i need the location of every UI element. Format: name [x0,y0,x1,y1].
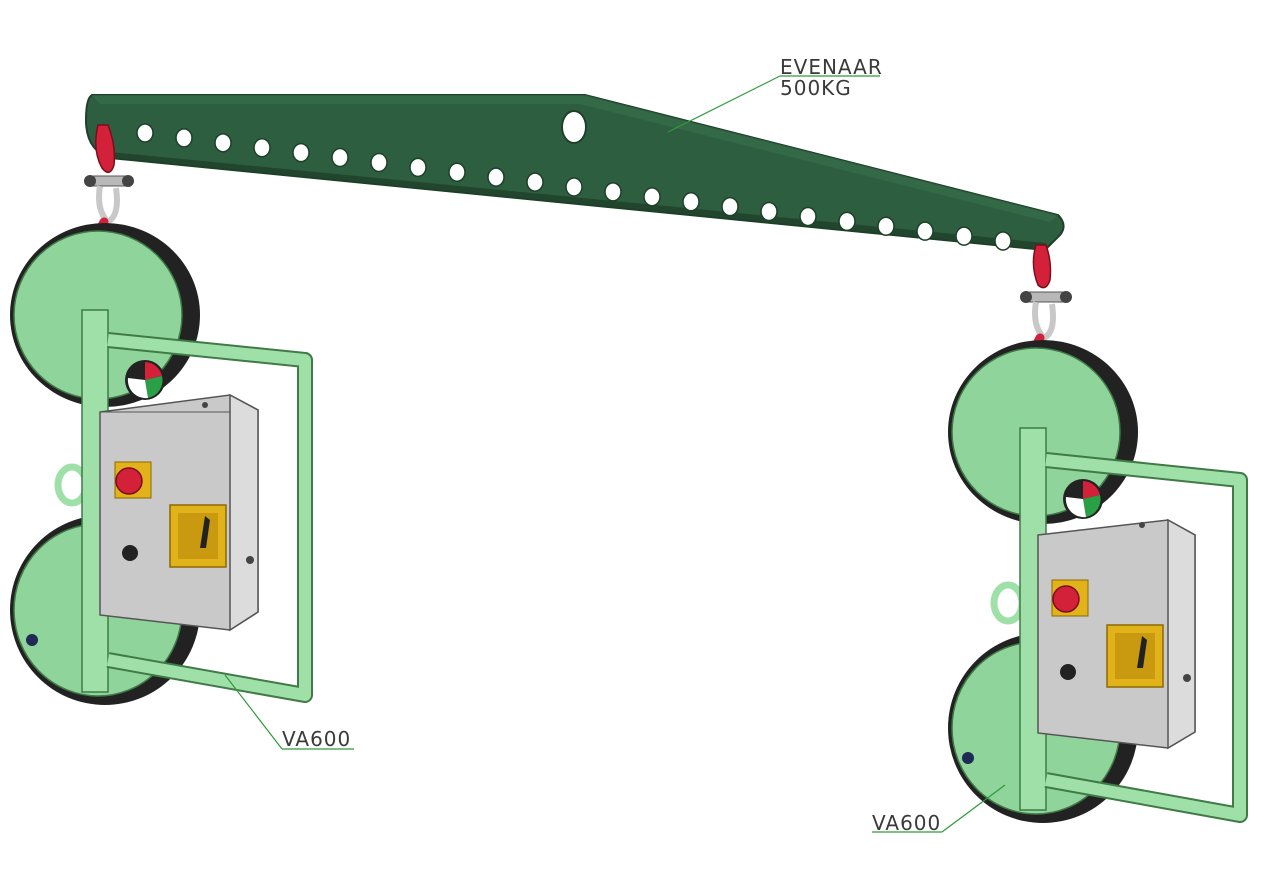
beam-hole [565,177,583,197]
beam-lifting-eye [561,110,587,144]
control-box-left [99,393,259,632]
beam-hole [916,221,934,241]
beam-hole [331,147,349,168]
beam-hole [955,226,973,246]
pressure-gauge-right [1063,479,1103,519]
beam-hole [253,137,271,158]
beam-hole [760,201,778,222]
spreader-beam [84,94,1065,252]
beam-hole [409,157,427,178]
beam-hole [799,206,817,227]
beam-name-label: EVENAAR [780,55,883,79]
beam-hole [136,123,154,143]
beam-hole [526,172,544,192]
beam-hole [682,191,700,212]
callout-beam: EVENAAR 500KG [667,55,883,133]
indicator-right [1060,664,1076,680]
beam-hole [214,133,232,153]
shackle-left [84,124,134,226]
callout-unit-right: VA600 [872,784,1006,835]
side-ring-right [990,581,1026,625]
beam-hole [175,128,193,148]
callout-unit-left: VA600 [224,674,354,751]
indicator-left [122,545,138,561]
beam-hole [370,152,388,173]
handle-frame-right [1044,454,1246,821]
beam-hole [604,182,622,202]
beam-hole [721,196,739,217]
emergency-stop-button-right [1052,585,1080,613]
beam-hole [292,142,310,163]
beam-hole [877,216,895,237]
beam-hole [448,162,466,183]
handle-frame-left [106,334,311,701]
shackle-right [1020,244,1072,342]
emergency-stop-button-left [115,467,143,495]
beam-holes [136,123,1012,251]
beam-hole [838,211,856,232]
pressure-gauge-left [125,360,165,400]
unit-right-label: VA600 [872,811,941,835]
unit-left-label: VA600 [282,727,351,751]
beam-hole [994,231,1012,251]
beam-hole [643,187,661,207]
beam-hole [487,167,505,187]
vacuum-lifter-left [10,124,313,705]
vacuum-lifter-right [948,244,1248,823]
control-box-right [1037,518,1196,750]
beam-capacity-label: 500KG [780,76,852,100]
